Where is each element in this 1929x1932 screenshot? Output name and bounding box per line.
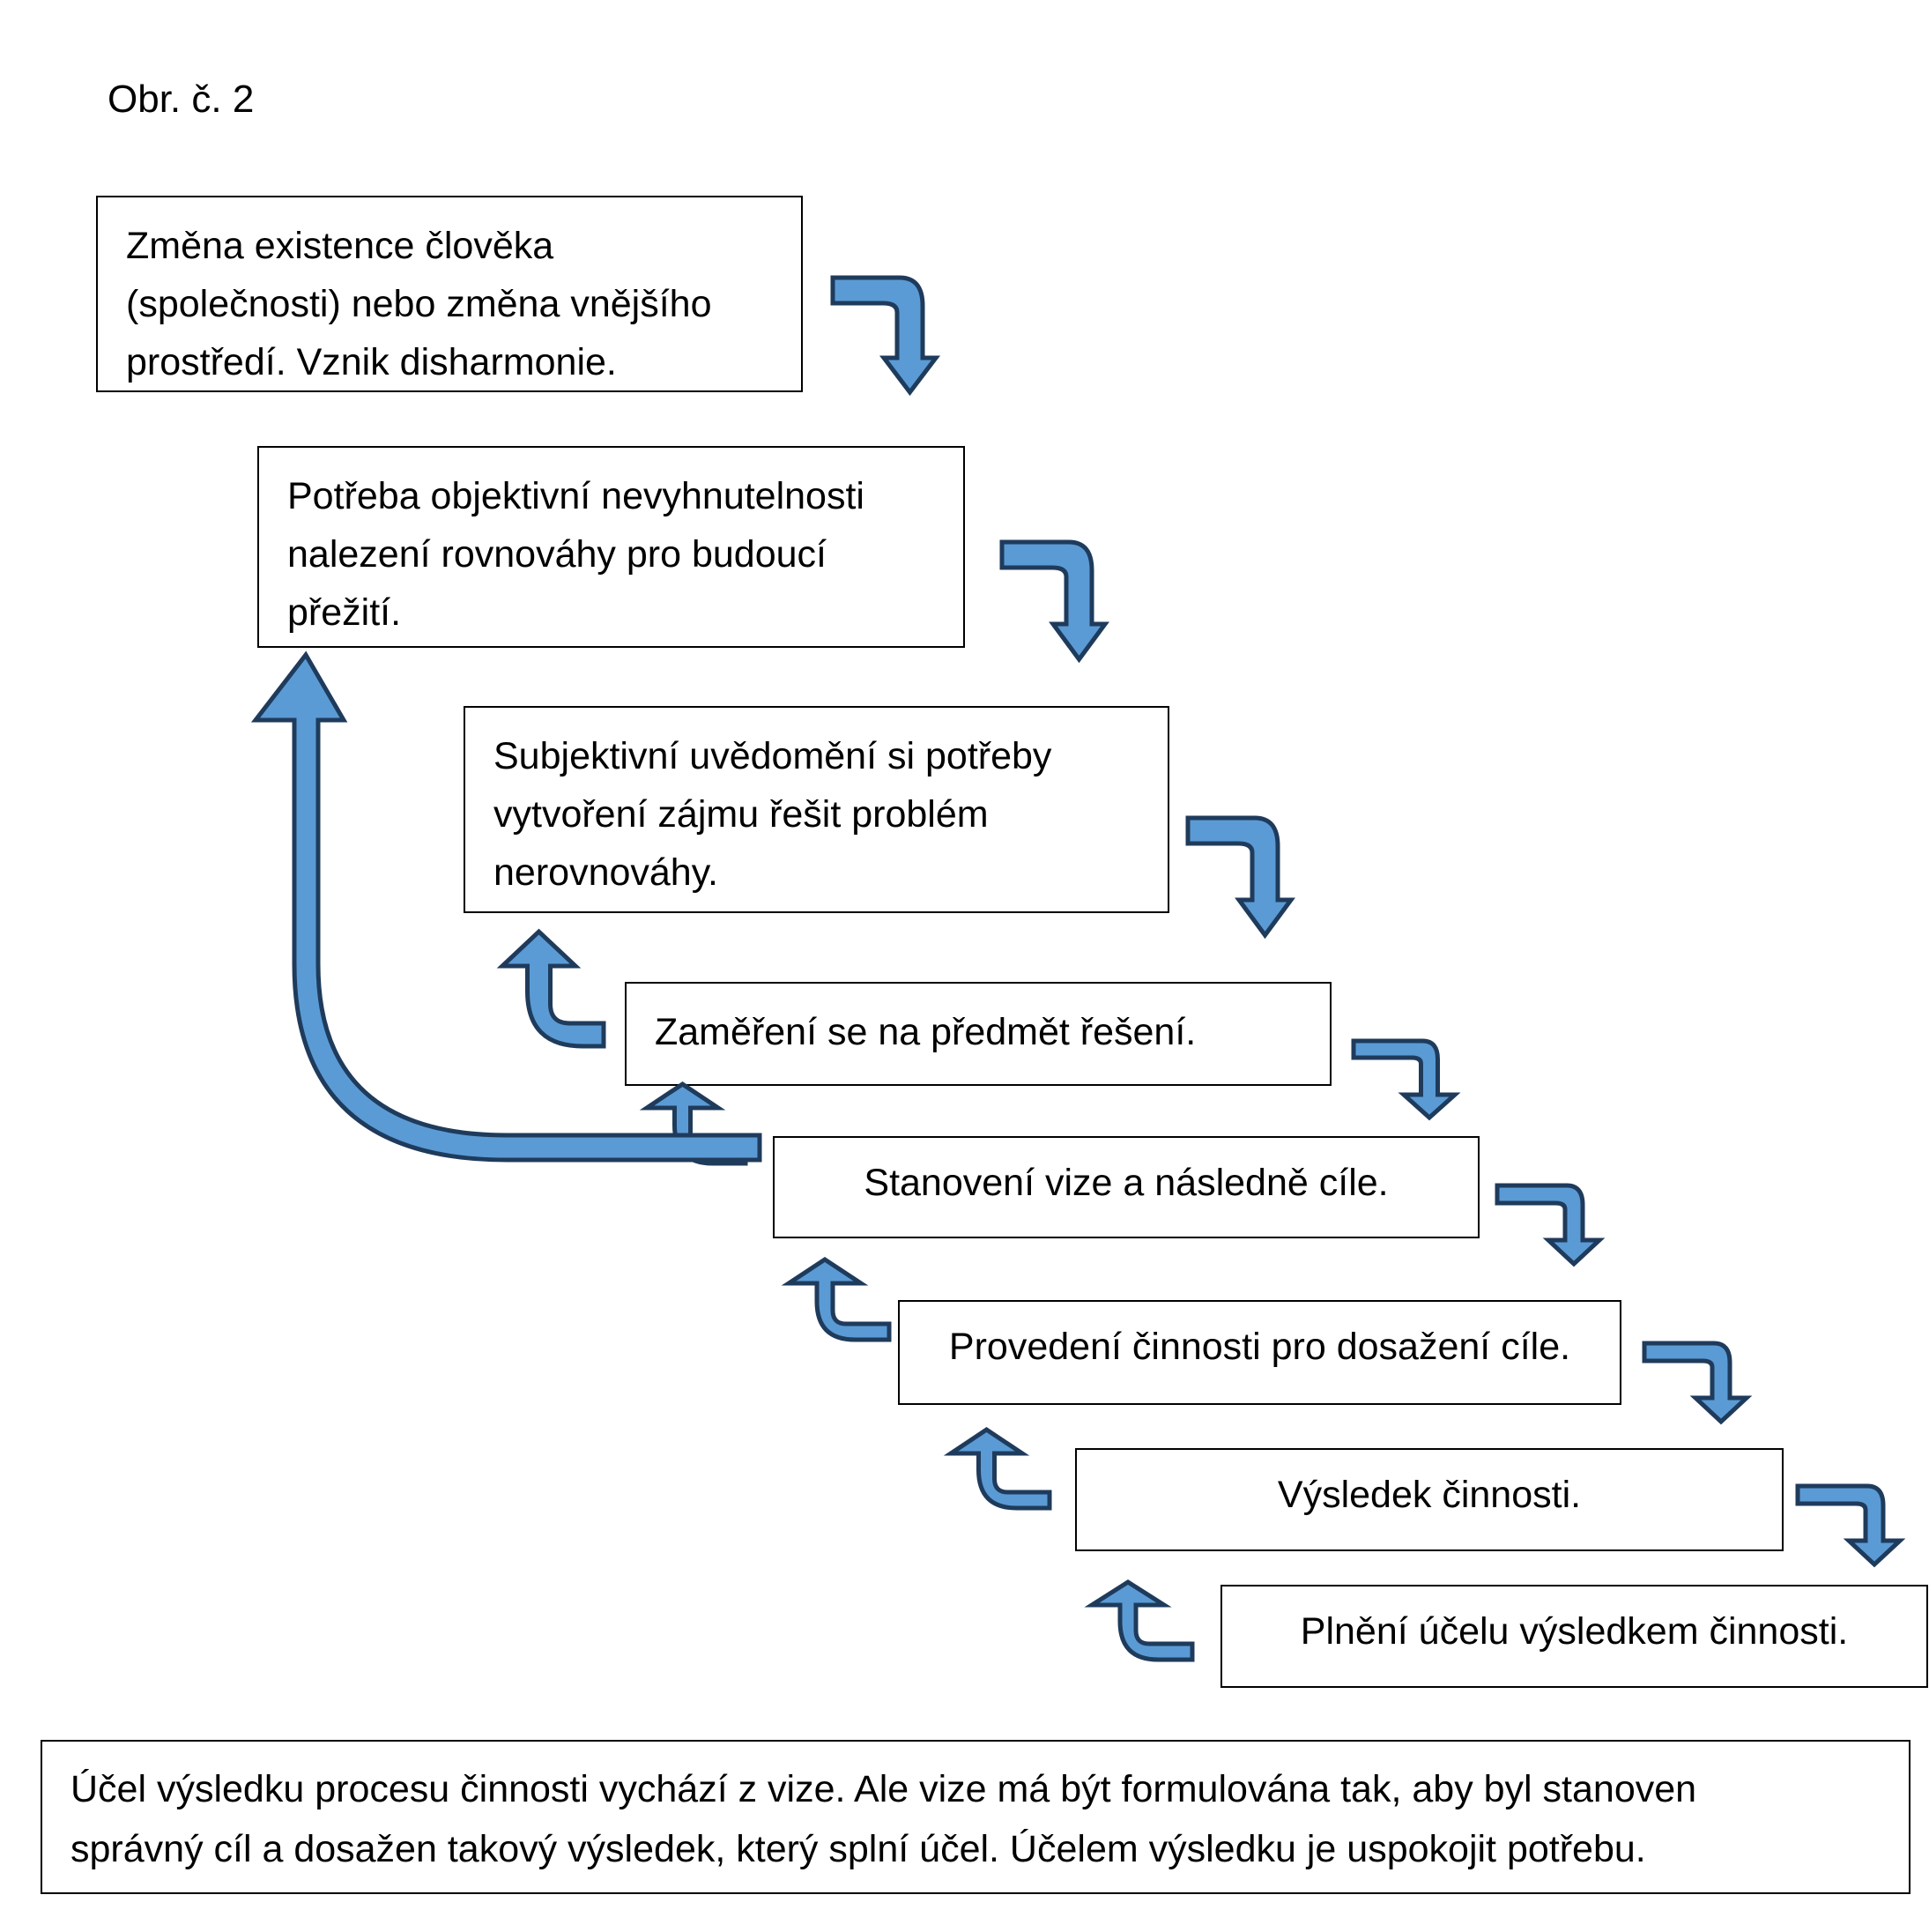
step-4-line-1: Zaměření se na předmět řešení.	[655, 1011, 1197, 1053]
step-box-1: Změna existence člověka (společnosti) ne…	[96, 196, 803, 392]
step-3-line-2: vytvoření zájmu řešit problém	[493, 793, 989, 836]
step-box-8: Plnění účelu výsledkem činnosti.	[1220, 1585, 1928, 1688]
step-box-4: Zaměření se na předmět řešení.	[625, 982, 1332, 1086]
step-box-5: Stanovení vize a následně cíle.	[773, 1136, 1480, 1238]
step-3-line-1: Subjektivní uvědomění si potřeby	[493, 735, 1052, 777]
step-2-line-2: nalezení rovnováhy pro budoucí	[287, 533, 827, 576]
step-7-to-6-arrow-icon	[943, 1426, 1052, 1511]
step-3-to-4-arrow-icon	[1185, 815, 1295, 940]
step-5-to-6-arrow-icon	[1495, 1183, 1606, 1267]
step-8-line-1: Plnění účelu výsledkem činnosti.	[1300, 1610, 1849, 1653]
step-7-to-8-arrow-icon	[1795, 1483, 1906, 1568]
step-7-line-1: Výsledek činnosti.	[1277, 1474, 1582, 1516]
step-box-3: Subjektivní uvědomění si potřeby vytvoře…	[464, 706, 1169, 913]
step-4-to-5-arrow-icon	[1351, 1038, 1461, 1121]
step-box-2: Potřeba objektivní nevyhnutelnosti nalez…	[257, 446, 965, 648]
step-4-to-3-arrow-icon	[496, 928, 606, 1049]
step-8-to-7-arrow-icon	[1084, 1579, 1195, 1662]
step-2-line-3: přežití.	[287, 591, 402, 634]
step-1-line-3: prostředí. Vznik disharmonie.	[126, 341, 617, 383]
step-5-to-2-arrow-icon	[250, 650, 762, 1163]
step-1-line-1: Změna existence člověka	[126, 225, 554, 267]
step-6-to-5-arrow-icon	[781, 1257, 892, 1342]
step-1-line-2: (společnosti) nebo změna vnějšího	[126, 283, 712, 325]
step-5-line-1: Stanovení vize a následně cíle.	[864, 1162, 1389, 1204]
step-3-line-3: nerovnováhy.	[493, 851, 718, 894]
step-6-line-1: Provedení činnosti pro dosažení cíle.	[948, 1326, 1571, 1368]
step-2-to-3-arrow-icon	[999, 539, 1109, 664]
note-line-2: správný cíl a dosažen takový výsledek, k…	[70, 1828, 1646, 1870]
figure-label: Obr. č. 2	[108, 78, 255, 121]
note-box: Účel výsledku procesu činnosti vychází z…	[41, 1740, 1910, 1894]
step-1-to-2-arrow-icon	[830, 275, 941, 397]
step-6-to-7-arrow-icon	[1642, 1341, 1753, 1425]
step-box-6: Provedení činnosti pro dosažení cíle.	[898, 1300, 1621, 1405]
note-line-1: Účel výsledku procesu činnosti vychází z…	[70, 1768, 1697, 1810]
step-2-line-1: Potřeba objektivní nevyhnutelnosti	[287, 475, 864, 517]
step-box-7: Výsledek činnosti.	[1075, 1448, 1784, 1551]
